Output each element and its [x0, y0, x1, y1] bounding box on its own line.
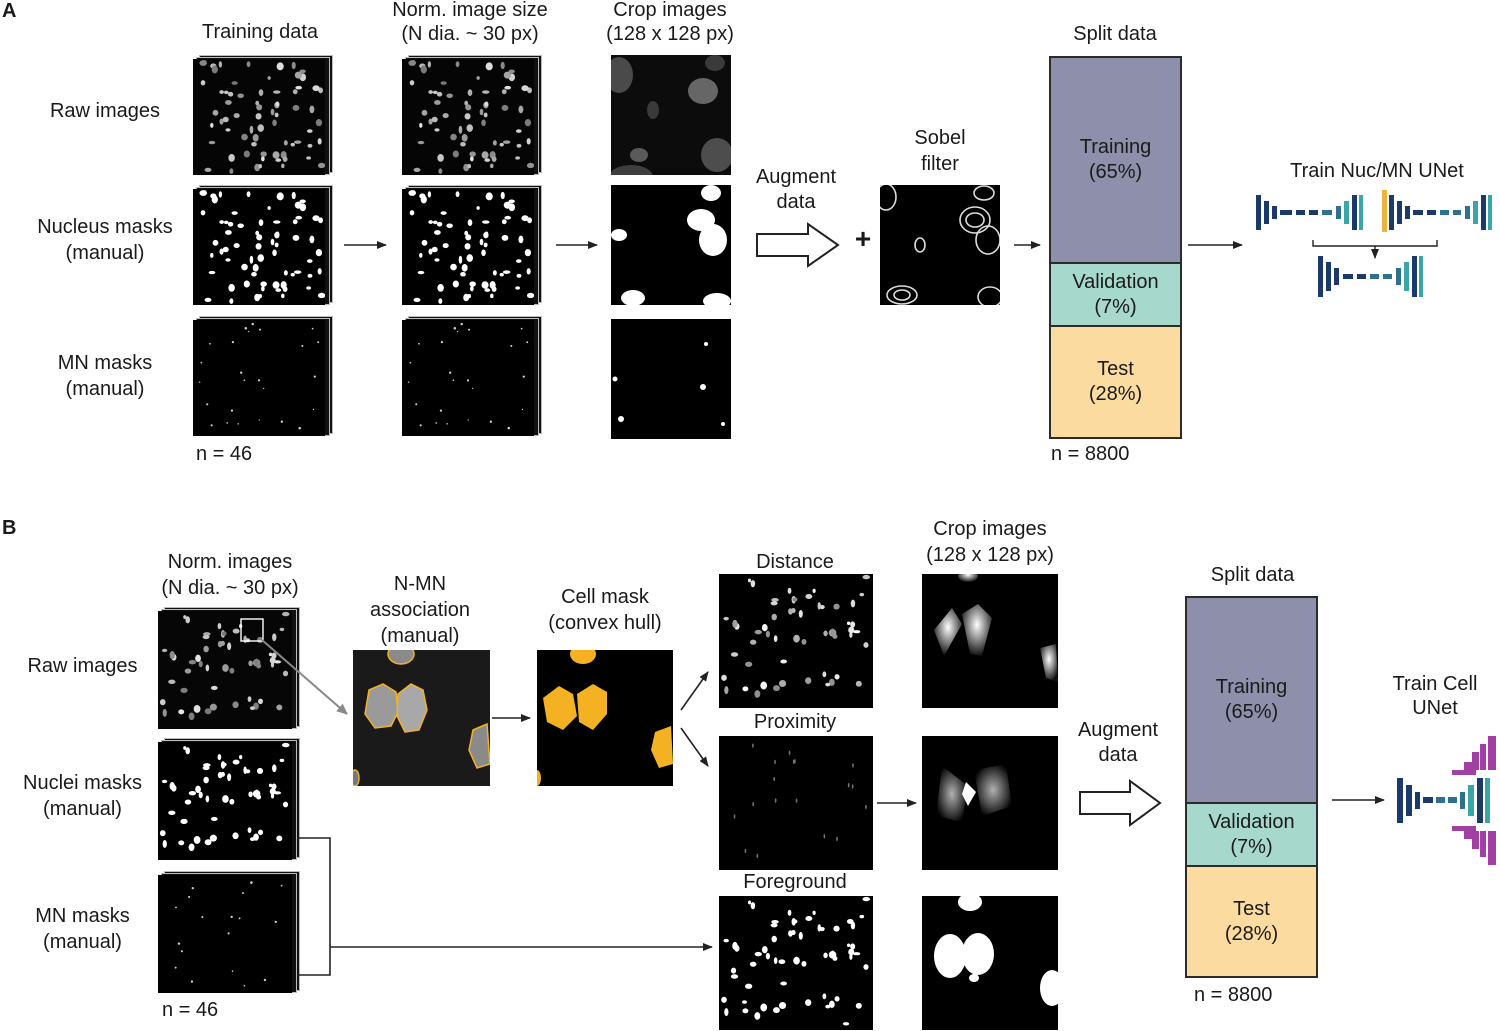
row-label-nucleus-line2: (manual)	[65, 242, 145, 264]
b-n-images: n = 46	[162, 999, 219, 1021]
header-training-data: Training data	[202, 21, 318, 43]
row-label-raw: Raw images	[49, 100, 161, 122]
a-sobel-line1: Sobel	[914, 127, 966, 149]
b-split-test: Test (28%)	[1187, 867, 1316, 976]
a-sobel-line2: filter	[921, 153, 959, 175]
b-unet-icon	[1397, 736, 1496, 865]
b-arrow-cell-to-distance	[680, 671, 709, 711]
a-n-images: n = 46	[196, 443, 253, 465]
b-proximity-label: Proximity	[753, 711, 837, 733]
a-mn-training-image	[193, 320, 325, 436]
a-split-validation: Validation (7%)	[1051, 264, 1180, 327]
a-split-test-pct: (28%)	[1088, 383, 1143, 405]
b-augment-hollow-arrow	[1079, 779, 1162, 827]
b-assoc-image	[353, 650, 490, 786]
panel-b-letter: B	[2, 517, 17, 539]
a-augment-hollow-arrow	[756, 222, 840, 268]
row-label-mn-line2: (manual)	[65, 378, 145, 400]
a-nucleus-training-image	[193, 189, 325, 305]
b-split-data-header: Split data	[1210, 564, 1295, 586]
a-split-validation-pct: (7%)	[1094, 295, 1137, 318]
a-sobel-image	[880, 185, 1000, 305]
b-augment-line2: data	[1098, 744, 1138, 766]
b-train-line2: UNet	[1412, 697, 1458, 719]
b-cell-mask-line2: (convex hull)	[548, 612, 662, 634]
a-train-unet-label: Train Nuc/MN UNet	[1290, 160, 1464, 182]
b-nuclei-image	[158, 742, 292, 860]
b-split-test-pct: (28%)	[1224, 922, 1279, 945]
a-split-test: Test (28%)	[1051, 327, 1180, 437]
b-proximity-crop-image	[922, 736, 1058, 870]
header-norm-size-line1: Norm. image size	[392, 0, 548, 21]
b-assoc-line1: N-MN	[393, 573, 447, 595]
b-split-validation: Validation (7%)	[1187, 804, 1316, 867]
a-mn-crop-image	[611, 319, 731, 439]
b-foreground-crop-image	[922, 896, 1058, 1030]
b-arrow-masks-to-foreground	[297, 837, 713, 976]
b-zoom-box	[240, 618, 264, 642]
a-split-test-label: Test	[1097, 358, 1134, 380]
b-row-label-mn-line2: (manual)	[43, 931, 122, 953]
b-augment-line1: Augment	[1077, 719, 1159, 741]
b-split-validation-label: Validation	[1208, 810, 1295, 833]
b-crop-line1: Crop images	[933, 518, 1047, 540]
b-split-data-bar: Training (65%) Validation (7%) Test (28%…	[1185, 596, 1318, 978]
panel-a-letter: A	[2, 0, 17, 22]
header-norm-size-line2: (N dia. ~ 30 px)	[401, 23, 539, 45]
header-crop-line2: (128 x 128 px)	[606, 23, 734, 45]
a-n-crops: n = 8800	[1051, 443, 1130, 465]
a-split-data-bar: Training (65%) Validation (7%) Test (28%…	[1049, 56, 1182, 439]
b-split-test-label: Test	[1233, 897, 1270, 920]
b-cell-mask-image	[537, 650, 673, 786]
a-unet-icon	[1256, 190, 1492, 297]
b-crop-line2: (128 x 128 px)	[926, 544, 1054, 566]
b-n-crops: n = 8800	[1194, 984, 1273, 1006]
header-split-data: Split data	[1073, 23, 1157, 45]
b-norm-line2: (N dia. ~ 30 px)	[161, 577, 299, 599]
b-assoc-line3: (manual)	[380, 625, 460, 647]
b-split-training: Training (65%)	[1187, 598, 1316, 804]
a-plus-sign: +	[854, 223, 872, 254]
b-assoc-line2: association	[369, 599, 471, 621]
b-row-label-raw: Raw images	[27, 655, 138, 677]
a-augment-line2: data	[776, 191, 816, 213]
a-augment-line1: Augment	[755, 166, 837, 188]
b-distance-crop-image	[922, 574, 1058, 708]
b-foreground-image	[719, 896, 873, 1030]
header-crop-line1: Crop images	[613, 0, 727, 21]
b-cell-mask-line1: Cell mask	[561, 586, 649, 608]
a-split-training-label: Training	[1079, 136, 1152, 158]
b-row-label-nuclei-line1: Nuclei masks	[23, 772, 142, 794]
a-split-training: Training (65%)	[1051, 58, 1180, 264]
b-distance-image	[719, 574, 873, 708]
a-split-training-pct: (65%)	[1088, 161, 1143, 183]
b-split-validation-pct: (7%)	[1230, 835, 1273, 858]
b-norm-line1: Norm. images	[167, 551, 293, 573]
a-raw-training-image	[193, 59, 325, 175]
a-nucleus-norm-image	[402, 189, 534, 305]
a-raw-crop-image	[611, 55, 731, 175]
row-label-nucleus-line1: Nucleus masks	[37, 216, 173, 238]
b-arrow-cell-to-proximity	[680, 727, 709, 767]
b-train-line1: Train Cell	[1392, 673, 1478, 695]
b-raw-image	[158, 611, 292, 729]
b-mn-image	[158, 875, 292, 993]
a-raw-norm-image	[402, 59, 534, 175]
row-label-mn-line1: MN masks	[57, 352, 153, 374]
a-split-validation-label: Validation	[1072, 270, 1159, 293]
b-row-label-mn-line1: MN masks	[35, 905, 130, 927]
a-nucleus-crop-image	[611, 185, 731, 305]
a-mn-norm-image	[402, 320, 534, 436]
b-row-label-nuclei-line2: (manual)	[43, 798, 122, 820]
b-foreground-label: Foreground	[743, 871, 847, 893]
b-distance-label: Distance	[756, 551, 834, 573]
b-split-training-pct: (65%)	[1224, 701, 1279, 723]
b-zoom-arrow	[261, 639, 348, 715]
b-split-training-label: Training	[1215, 676, 1288, 698]
b-proximity-image	[719, 736, 873, 870]
